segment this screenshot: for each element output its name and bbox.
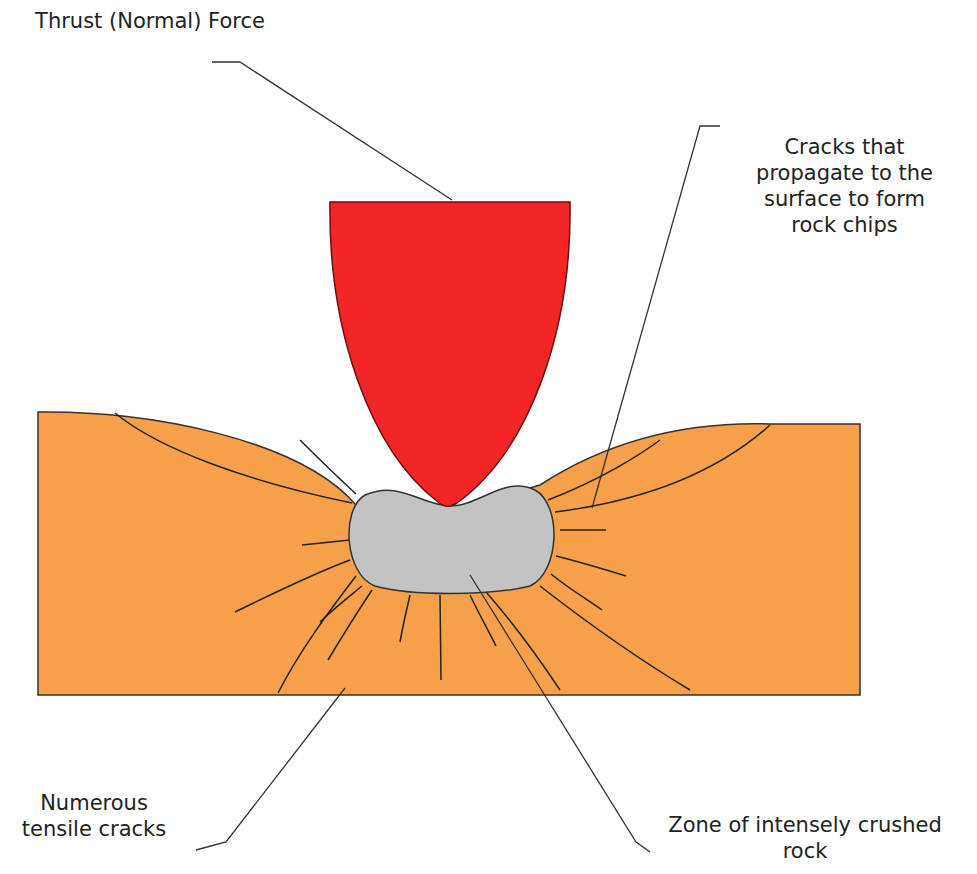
callout-label: Numerous tensile cracks xyxy=(4,790,184,842)
callout-label: Cracks that propagate to the surface to … xyxy=(742,134,947,238)
indenter-bit xyxy=(330,202,570,506)
callout-label: Zone of intensely crushed rock xyxy=(650,812,960,864)
callout-label: Thrust (Normal) Force xyxy=(30,8,270,34)
leader-lines xyxy=(196,62,720,852)
